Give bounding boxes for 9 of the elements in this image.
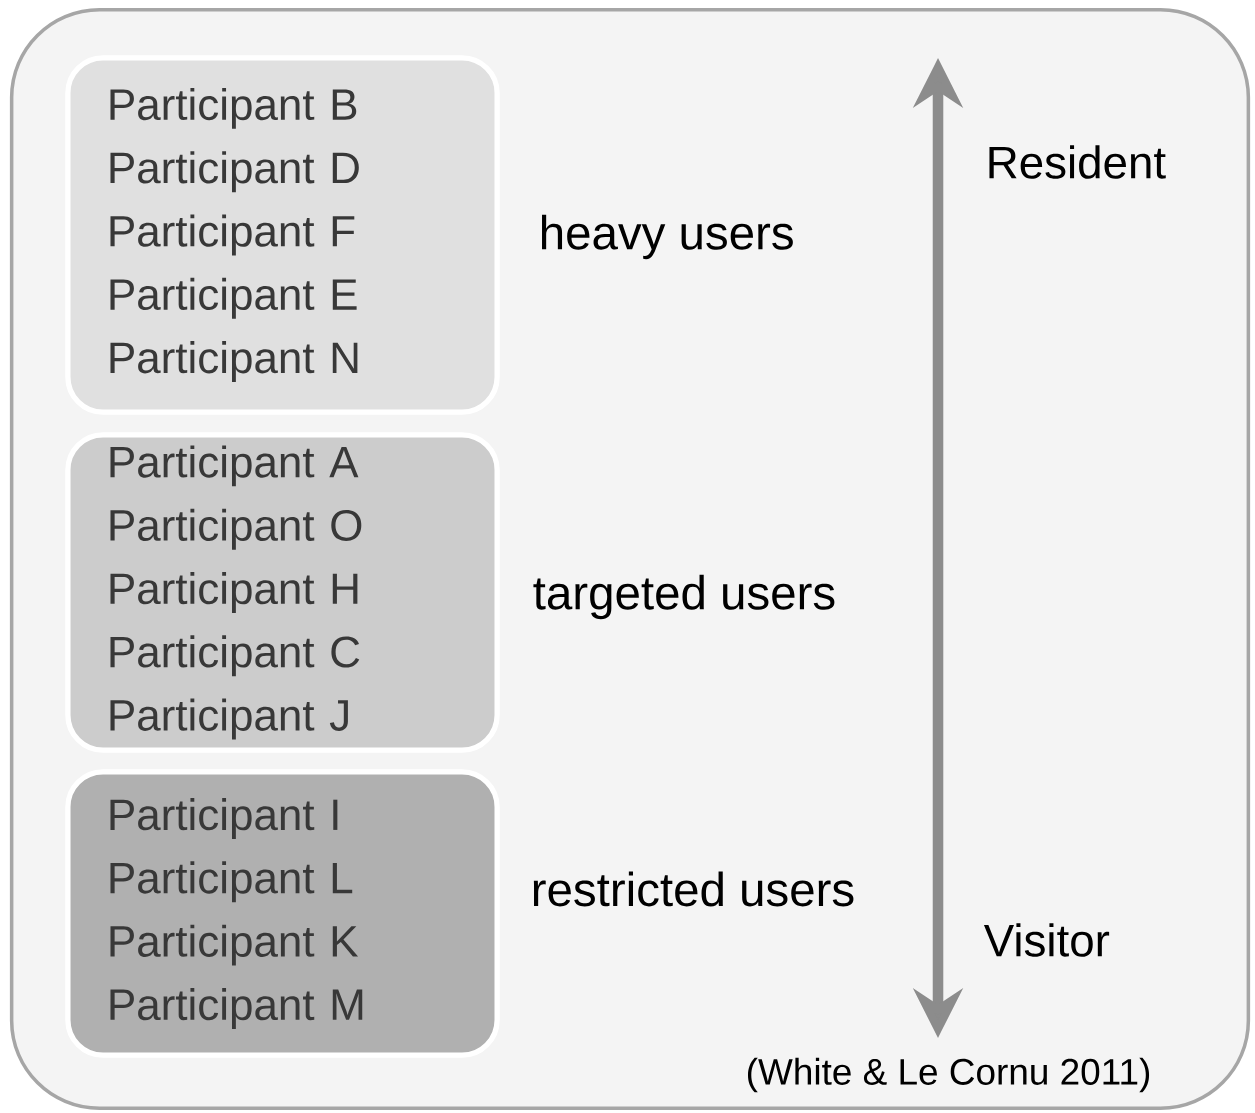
scale-label: Visitor [983,923,1110,957]
group-box: Participant A Participant O Participant H Participant C Participant J [65,432,500,753]
group-box: Participant I Participant L Participant K Participant M [65,769,500,1058]
scale-label: Resident [989,145,1166,179]
group-label: restricted users [533,871,854,907]
group-label: heavy users [542,214,793,260]
group-label: targeted users [533,574,835,620]
group-box: Participant B Participant D Participant F Participant E Participant N [65,55,500,415]
citation: (White & Le Cornu 2011) [748,1057,1150,1093]
